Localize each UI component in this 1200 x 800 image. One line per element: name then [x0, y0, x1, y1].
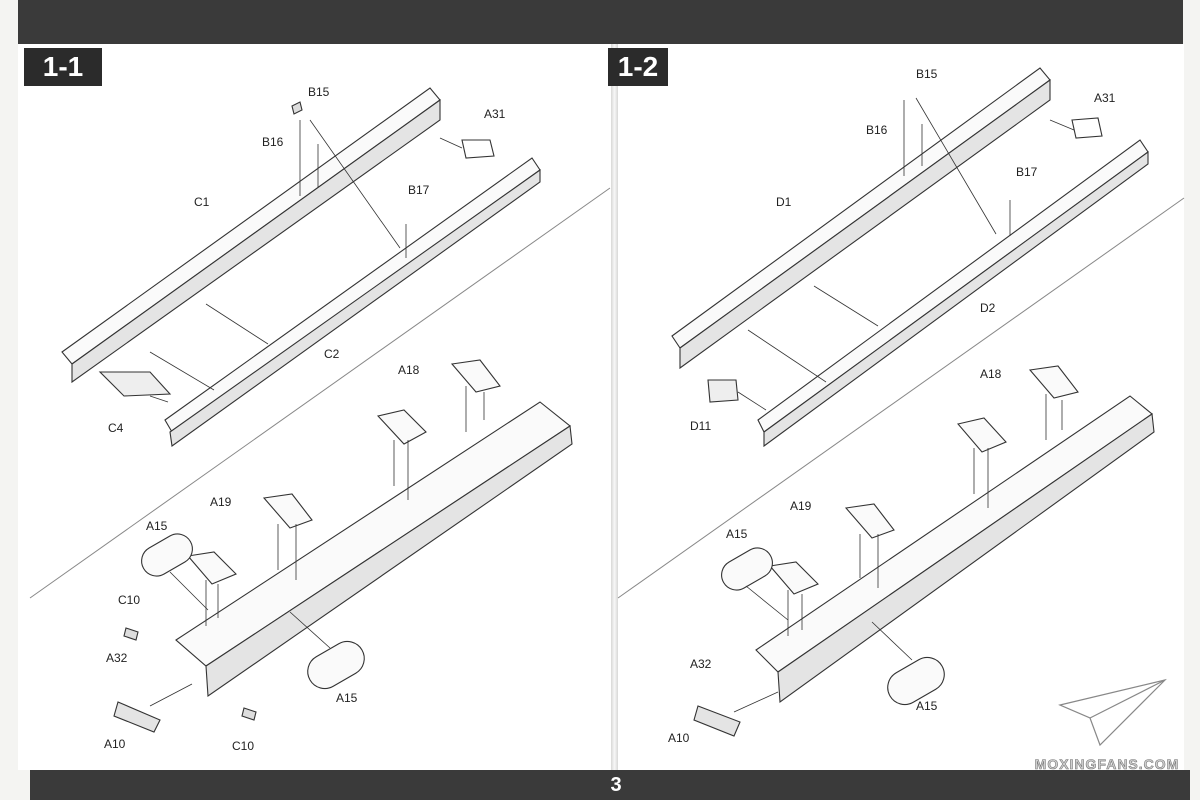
part-label: A19 [210, 495, 232, 509]
part-label: A31 [484, 107, 506, 121]
part-label: C10 [118, 593, 140, 607]
part-label: A32 [690, 657, 712, 671]
part-label: D11 [690, 419, 711, 433]
arrows-step-1-1-bottom [149, 386, 485, 707]
section-divider-left [29, 187, 611, 599]
left-page [18, 44, 616, 770]
part-label: A32 [106, 651, 128, 665]
part-label: C2 [324, 347, 340, 361]
part-label: B17 [1016, 165, 1038, 179]
bottom-band [30, 770, 1190, 800]
part-label: A15 [146, 519, 168, 533]
section-divider-right [617, 197, 1185, 599]
part-label: B15 [916, 67, 938, 81]
page-gutter [611, 44, 618, 770]
part-label: A15 [916, 699, 938, 713]
part-label: B16 [262, 135, 284, 149]
part-label: B17 [408, 183, 430, 197]
part-label: D1 [776, 195, 792, 209]
frame-step-1-2-bottom [693, 365, 1155, 737]
part-label: A15 [336, 691, 358, 705]
part-label: A18 [980, 367, 1002, 381]
step-badge-1-2: 1-2 [608, 48, 668, 86]
part-label: A19 [790, 499, 812, 513]
part-label: B16 [866, 123, 888, 137]
page-number: 3 [610, 774, 622, 796]
part-label: A10 [104, 737, 126, 751]
arrows-step-1-2-bottom [733, 394, 1063, 713]
part-label: B15 [308, 85, 330, 99]
step-badge-1-1: 1-1 [24, 48, 102, 86]
frame-step-1-2-top [671, 67, 1149, 448]
part-label: A10 [668, 731, 690, 745]
part-label: C4 [108, 421, 124, 435]
part-labels-step-1-2: B15 B16 A31 D1 B17 D2 D11 A18 A19 A15 A3… [668, 67, 1116, 745]
frame-step-1-1-top [61, 87, 541, 447]
watermark-text: MOXINGFANS.COM [1034, 756, 1180, 773]
part-label: C10 [232, 739, 254, 753]
arrows-step-1-2-top [737, 97, 1075, 411]
part-label: A31 [1094, 91, 1116, 105]
watermark-logo [1058, 678, 1167, 747]
part-labels-step-1-1: B15 B16 A31 C1 B17 C2 C4 A18 A19 A15 C10… [104, 85, 506, 753]
part-label: D2 [980, 301, 996, 315]
frame-step-1-1-bottom [113, 359, 573, 733]
top-band [18, 0, 1183, 44]
arrows-step-1-1-top [149, 119, 463, 403]
part-label: A18 [398, 363, 420, 377]
part-label: C1 [194, 195, 210, 209]
part-label: A15 [726, 527, 748, 541]
